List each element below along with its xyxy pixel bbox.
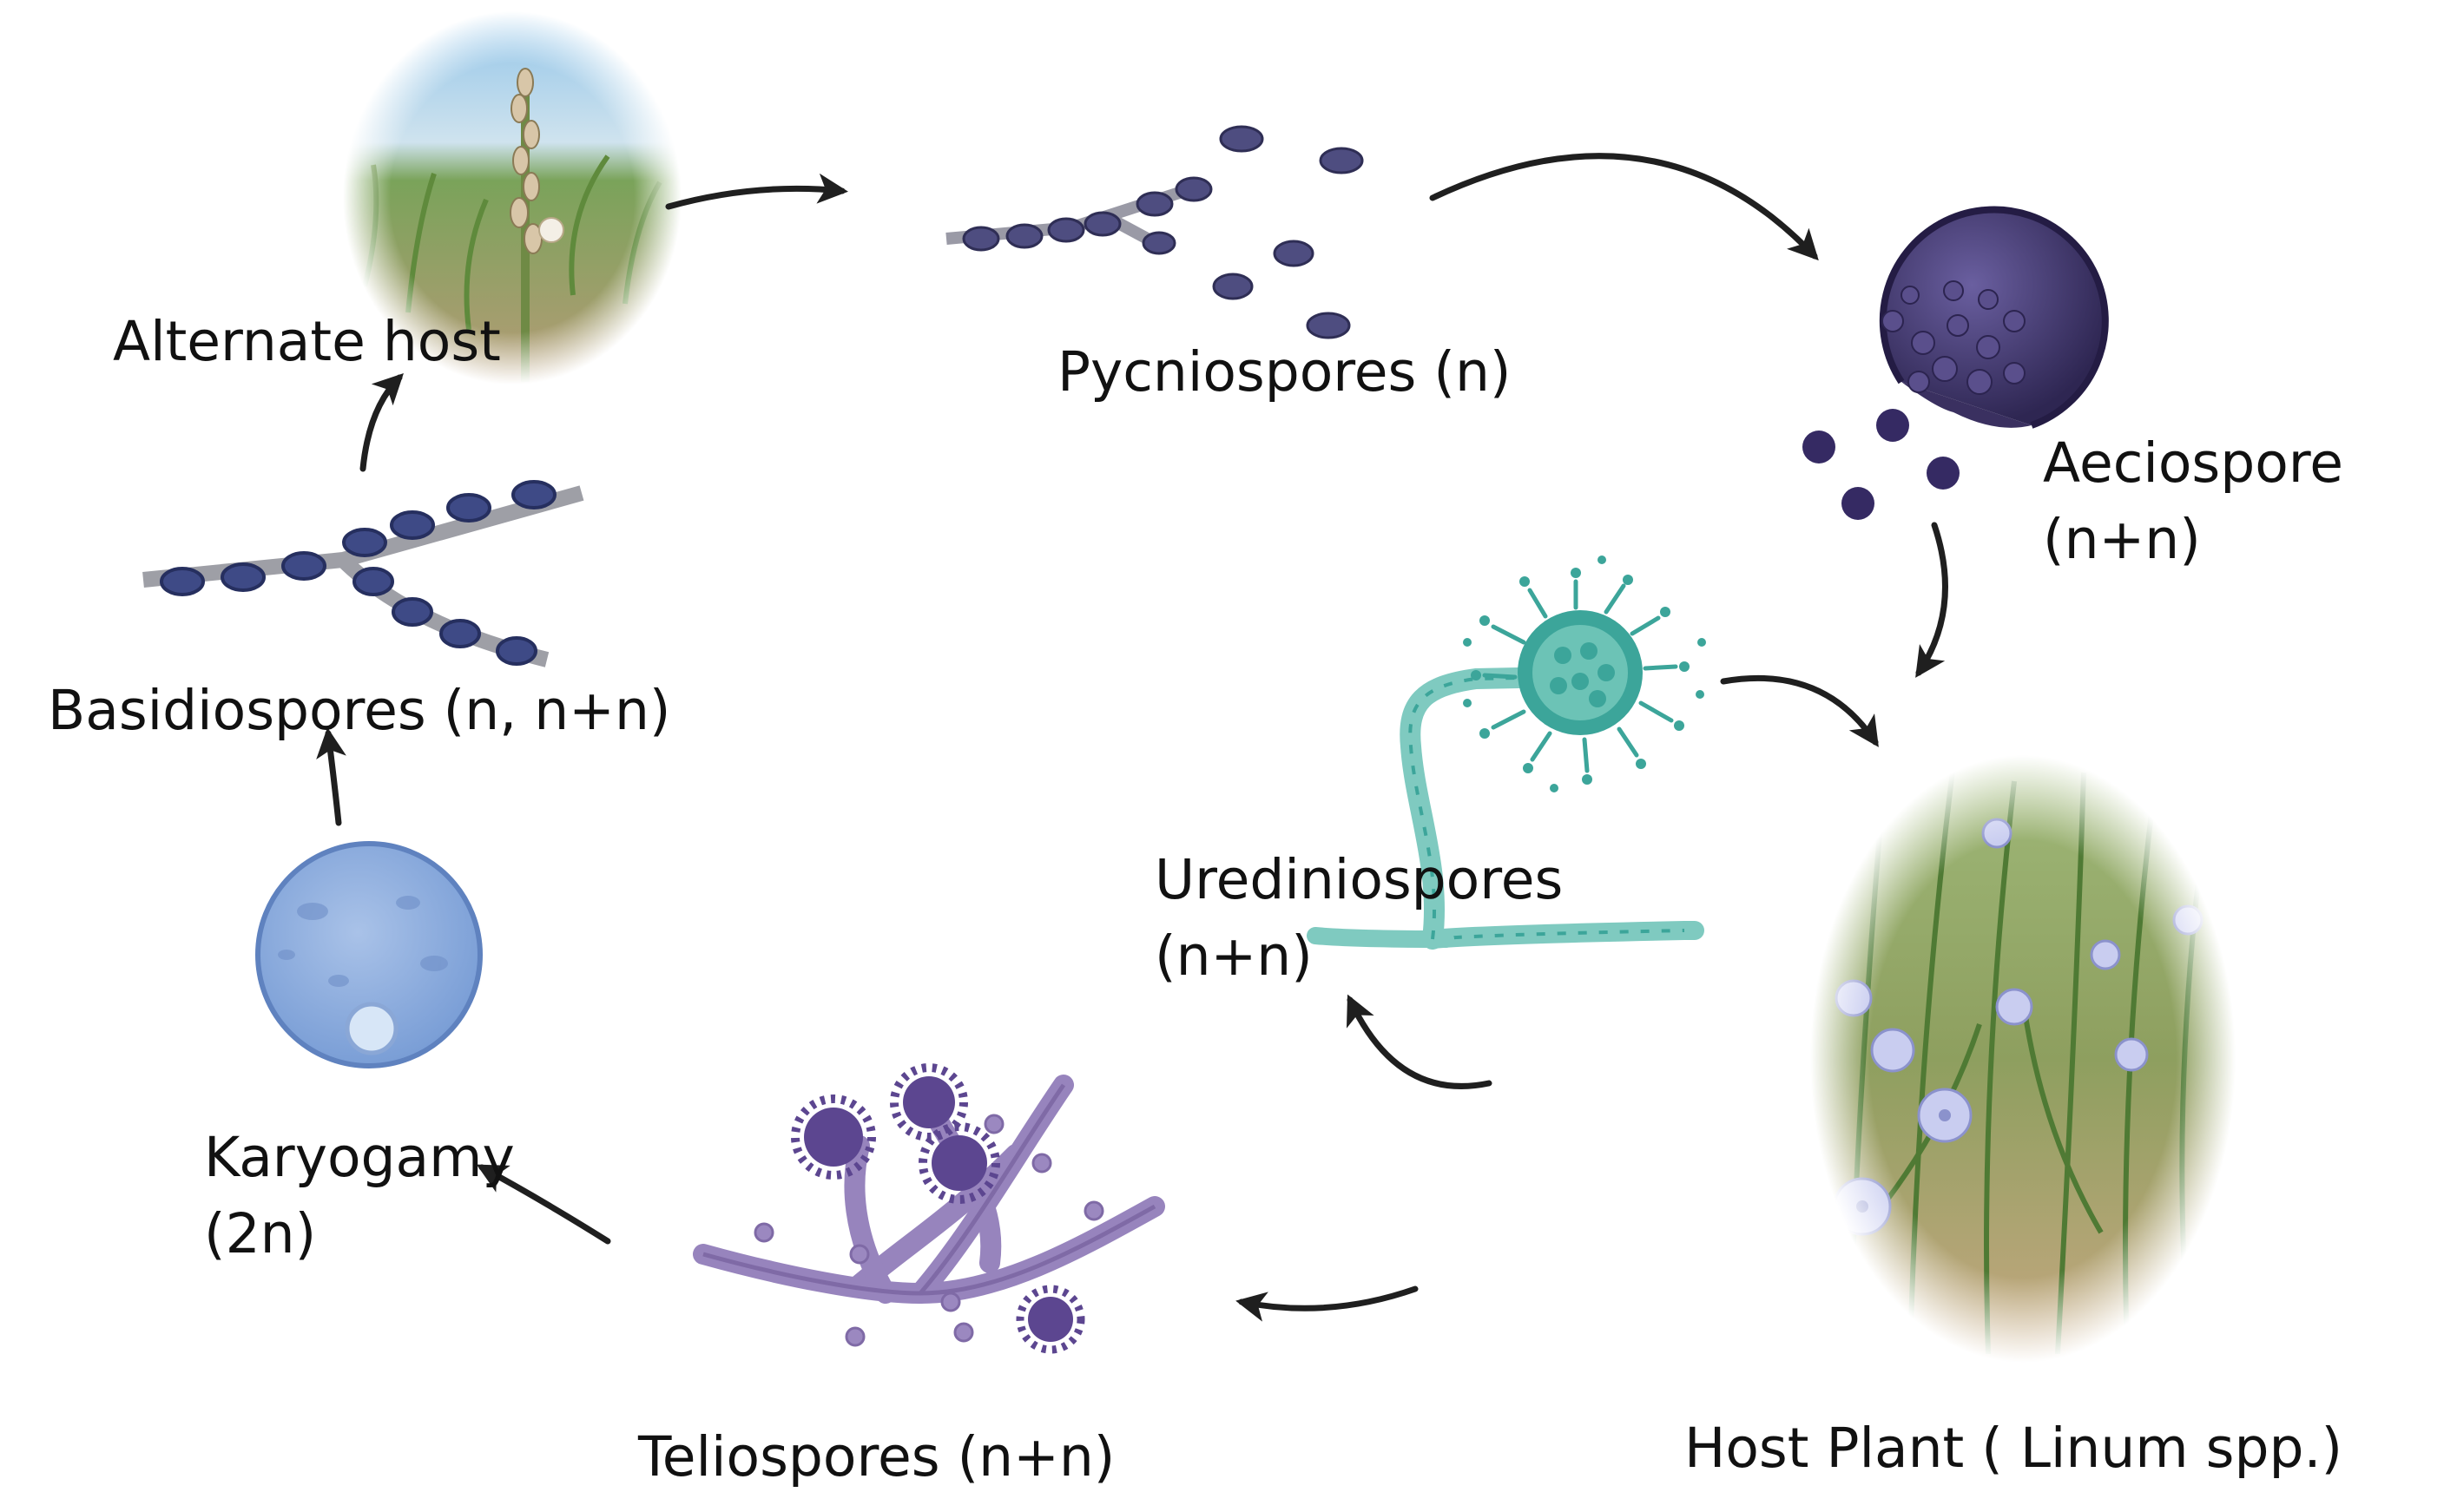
label-karyogamy: Karyogamy (2n) (204, 1126, 515, 1265)
arrow-aeciospore-to-host-plant (1915, 522, 1948, 678)
teliospore-heads (791, 1063, 1085, 1354)
label-pycniospores: Pycniospores (n) (1057, 340, 1512, 404)
teliospore-hyphae (693, 1063, 1165, 1354)
arrow-host-plant-to-teliospores (1235, 1285, 1419, 1322)
label-alternate-host: Alternate host (113, 310, 501, 373)
label-urediniospores: Urediniospores (n+n) (1155, 848, 1564, 988)
label-host-plant: Host Plant ( Linum spp.) (1684, 1417, 2343, 1480)
arrow-pycniospores-to-aeciospore (1429, 153, 1819, 261)
label-teliospores: Teliospores (n+n) (638, 1425, 1116, 1489)
karyogamy-cell (255, 841, 483, 1068)
flax-field-photo (1747, 746, 2240, 1371)
arrow-alt-host-to-pycniospores (665, 173, 848, 210)
cycle-arrows (316, 153, 1948, 1322)
urediniospore-sporangium (1307, 555, 1706, 950)
basidiospores-chain (142, 480, 584, 667)
aecium-cup (1802, 206, 2109, 520)
arrow-teliospores-to-karyogamy (476, 1164, 611, 1245)
label-basidiospores: Basidiospores (n, n+n) (48, 679, 671, 742)
arrow-urediniospores-to-host-plant (1720, 674, 1879, 747)
pycniospores-chain (945, 125, 1364, 339)
alternate-host-photo (343, 9, 690, 391)
label-aeciospore: Aeciospore (n+n) (2043, 431, 2344, 571)
arrow-host-plant-to-urediniospores (1346, 994, 1492, 1089)
arrow-basidiospores-to-alt-host (359, 373, 404, 472)
arrow-karyogamy-to-basidiospores (316, 727, 346, 826)
